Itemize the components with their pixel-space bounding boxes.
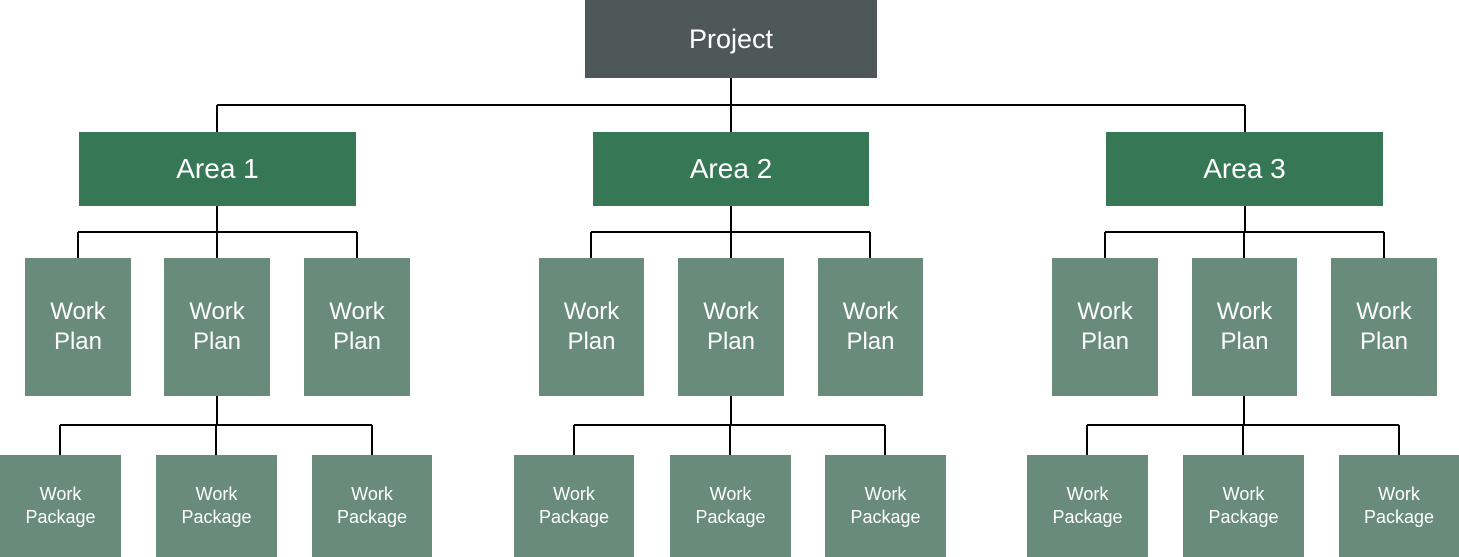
area-node-2: Area 2: [593, 132, 869, 206]
work-plan-node: Work Plan: [25, 258, 131, 396]
project-node: Project: [585, 0, 877, 78]
work-plan-node: Work Plan: [678, 258, 784, 396]
area-node-1: Area 1: [79, 132, 356, 206]
work-package-node: Work Package: [514, 455, 634, 557]
work-plan-node: Work Plan: [304, 258, 410, 396]
area-node-3: Area 3: [1106, 132, 1383, 206]
work-plan-node: Work Plan: [1192, 258, 1297, 396]
work-plan-node: Work Plan: [164, 258, 270, 396]
work-plan-node: Work Plan: [1052, 258, 1158, 396]
work-package-node: Work Package: [1339, 455, 1459, 557]
work-plan-node: Work Plan: [539, 258, 644, 396]
work-plan-node: Work Plan: [1331, 258, 1437, 396]
work-package-node: Work Package: [156, 455, 277, 557]
work-plan-node: Work Plan: [818, 258, 923, 396]
work-package-node: Work Package: [1183, 455, 1304, 557]
work-package-node: Work Package: [312, 455, 432, 557]
work-package-node: Work Package: [670, 455, 791, 557]
work-package-node: Work Package: [1027, 455, 1148, 557]
work-package-node: Work Package: [825, 455, 946, 557]
work-package-node: Work Package: [0, 455, 121, 557]
